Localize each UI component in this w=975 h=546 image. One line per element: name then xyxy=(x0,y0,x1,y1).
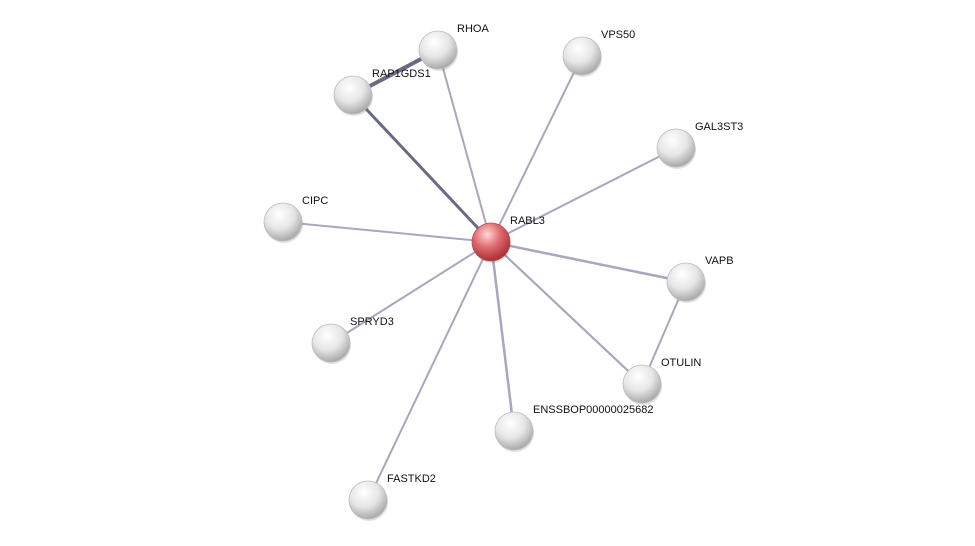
node-label: SPRYD3 xyxy=(350,316,394,328)
edge-rabl3-fastkd2[interactable] xyxy=(367,241,492,501)
node-label: OTULIN xyxy=(661,357,701,369)
node-enssbop00000025682[interactable]: ENSSBOP00000025682 xyxy=(494,404,653,452)
node-label: RABL3 xyxy=(510,215,545,227)
node-rhoa[interactable]: RHOA xyxy=(418,23,489,71)
node-sphere[interactable] xyxy=(348,480,388,520)
node-sphere[interactable] xyxy=(656,128,696,168)
node-label: ENSSBOP00000025682 xyxy=(533,404,653,416)
node-sphere[interactable] xyxy=(471,222,511,262)
node-sphere[interactable] xyxy=(666,262,706,302)
node-vapb[interactable]: VAPB xyxy=(666,255,734,303)
node-label: VPS50 xyxy=(601,29,635,41)
node-rap1gds1[interactable]: RAP1GDS1 xyxy=(333,68,431,116)
node-label: RHOA xyxy=(457,23,489,35)
node-otulin[interactable]: OTULIN xyxy=(622,357,701,405)
node-label: CIPC xyxy=(302,195,328,207)
edge-rabl3-rhoa[interactable] xyxy=(437,49,492,243)
edge-rabl3-gal3st3[interactable] xyxy=(490,147,677,243)
node-cipc[interactable]: CIPC xyxy=(263,195,328,243)
edge-rabl3-cipc[interactable] xyxy=(282,221,492,243)
node-vps50[interactable]: VPS50 xyxy=(562,29,635,77)
node-sphere[interactable] xyxy=(263,202,303,242)
node-label: GAL3ST3 xyxy=(695,121,743,133)
node-label: FASTKD2 xyxy=(387,473,436,485)
edge-rabl3-vapb[interactable] xyxy=(490,240,687,284)
node-sphere[interactable] xyxy=(333,75,373,115)
edge-rabl3-vps50[interactable] xyxy=(490,55,583,243)
node-label: RAP1GDS1 xyxy=(372,68,431,80)
edge-rabl3-otulin[interactable] xyxy=(490,241,643,385)
node-sphere[interactable] xyxy=(494,411,534,451)
edge-rabl3-spryd3[interactable] xyxy=(330,241,492,344)
node-sphere[interactable] xyxy=(311,323,351,363)
node-sphere[interactable] xyxy=(418,30,458,70)
node-fastkd2[interactable]: FASTKD2 xyxy=(348,473,436,521)
node-gal3st3[interactable]: GAL3ST3 xyxy=(656,121,743,169)
node-label: VAPB xyxy=(705,255,734,267)
node-spryd3[interactable]: SPRYD3 xyxy=(311,316,394,364)
node-sphere[interactable] xyxy=(562,36,602,76)
node-rabl3[interactable]: RABL3 xyxy=(471,215,545,263)
edge-rabl3-enssbop00000025682[interactable] xyxy=(489,241,516,432)
edge-rabl3-rap1gds1[interactable] xyxy=(351,93,493,244)
node-sphere[interactable] xyxy=(622,364,662,404)
